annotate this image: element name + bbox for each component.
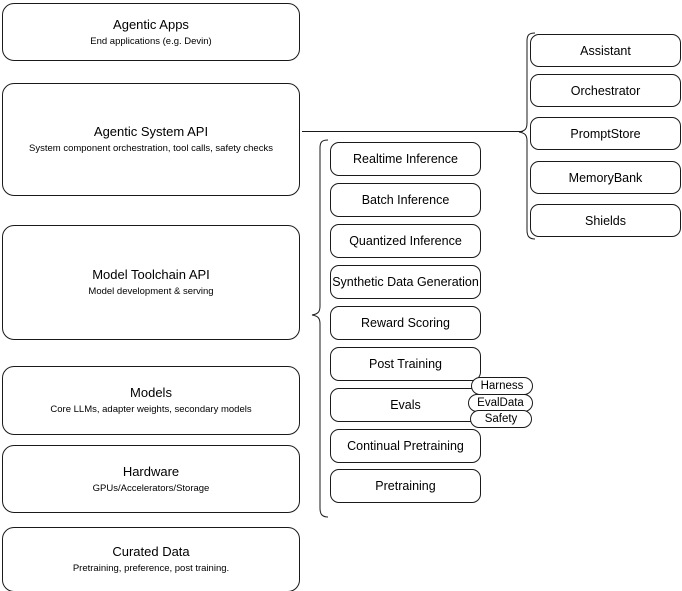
- component-label: Batch Inference: [361, 193, 450, 207]
- layer-title: Agentic Apps: [113, 16, 189, 32]
- component-box-pretraining[interactable]: Pretraining: [330, 469, 481, 503]
- layer-title: Hardware: [122, 463, 180, 479]
- brace-model-toolchain: [311, 139, 329, 518]
- component-label: Quantized Inference: [349, 234, 462, 248]
- layer-box-agentic-system-api[interactable]: Agentic System API System component orch…: [2, 83, 300, 196]
- agent-component-box-orchestrator[interactable]: Orchestrator: [530, 74, 681, 107]
- layer-box-models[interactable]: Models Core LLMs, adapter weights, secon…: [2, 366, 300, 435]
- component-label: Post Training: [369, 357, 442, 371]
- agent-component-box-assistant[interactable]: Assistant: [530, 34, 681, 67]
- agent-component-box-memorybank[interactable]: MemoryBank: [530, 161, 681, 194]
- layer-subtitle: System component orchestration, tool cal…: [29, 143, 273, 154]
- component-label: Reward Scoring: [361, 316, 450, 330]
- agent-component-box-shields[interactable]: Shields: [530, 204, 681, 237]
- layer-title: Models: [130, 385, 172, 400]
- component-box-batch-inference[interactable]: Batch Inference: [330, 183, 481, 217]
- component-box-quantized-inference[interactable]: Quantized Inference: [330, 224, 481, 258]
- layer-title: Agentic System API: [93, 124, 209, 139]
- evals-pill-label: Safety: [484, 413, 518, 425]
- layer-title: Curated Data: [112, 544, 190, 559]
- agent-component-label: Shields: [585, 213, 626, 228]
- component-label: Realtime Inference: [353, 152, 458, 166]
- layer-subtitle: GPUs/Accelerators/Storage: [92, 482, 210, 494]
- component-label: Continual Pretraining: [347, 439, 464, 453]
- layer-box-model-toolchain-api[interactable]: Model Toolchain API Model development & …: [2, 225, 300, 340]
- evals-pill-safety[interactable]: Safety: [470, 410, 532, 428]
- evals-pill-harness[interactable]: Harness: [471, 377, 533, 395]
- component-box-continual-pretraining[interactable]: Continual Pretraining: [330, 429, 481, 463]
- layer-title: Model Toolchain API: [92, 267, 210, 282]
- component-label: Pretraining: [375, 479, 436, 493]
- brace-agentic-system-components: [518, 32, 536, 240]
- connector-line-agentic-system-api-to-components: [302, 131, 523, 132]
- layer-box-curated-data[interactable]: Curated Data Pretraining, preference, po…: [2, 527, 300, 591]
- layer-box-agentic-apps[interactable]: Agentic Apps End applications (e.g. Devi…: [2, 3, 300, 61]
- component-label: Evals: [390, 398, 421, 412]
- evals-pill-label: Harness: [480, 380, 524, 392]
- layer-subtitle: Model development & serving: [88, 286, 214, 297]
- component-box-evals[interactable]: Evals: [330, 388, 481, 422]
- agent-component-label: MemoryBank: [568, 170, 643, 185]
- agent-component-label: Orchestrator: [570, 83, 641, 98]
- layer-box-hardware[interactable]: Hardware GPUs/Accelerators/Storage: [2, 445, 300, 513]
- agent-component-label: Assistant: [580, 43, 631, 58]
- component-label: Synthetic Data Generation: [332, 275, 479, 289]
- layer-subtitle: Pretraining, preference, post training.: [72, 563, 230, 574]
- agent-component-box-promptstore[interactable]: PromptStore: [530, 117, 681, 150]
- component-box-reward-scoring[interactable]: Reward Scoring: [330, 306, 481, 340]
- layer-subtitle: Core LLMs, adapter weights, secondary mo…: [50, 404, 252, 415]
- component-box-synthetic-data-generation[interactable]: Synthetic Data Generation: [330, 265, 481, 299]
- component-box-post-training[interactable]: Post Training: [330, 347, 481, 381]
- agent-component-label: PromptStore: [570, 126, 641, 141]
- component-box-realtime-inference[interactable]: Realtime Inference: [330, 142, 481, 176]
- evals-pill-label: EvalData: [477, 397, 524, 409]
- layer-subtitle: End applications (e.g. Devin): [90, 35, 212, 47]
